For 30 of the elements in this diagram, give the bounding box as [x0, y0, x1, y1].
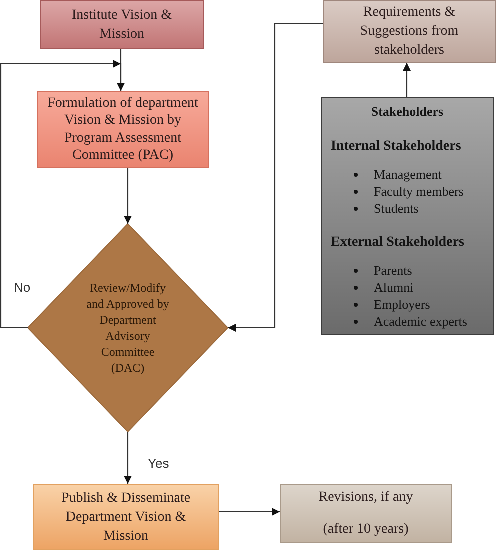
list-item: Parents: [374, 262, 412, 279]
arrow: [0, 63, 125, 329]
group-heading: Internal Stakeholders: [330, 138, 462, 156]
box-label: Requirements & Suggestions from stakeholders: [359, 4, 460, 60]
process-box: [280, 484, 452, 543]
process-box: [33, 484, 219, 550]
list-item: Alumni: [374, 279, 414, 296]
process-box: [40, 0, 204, 49]
panel-heading: Stakeholders: [370, 103, 445, 121]
list-item: Employers: [374, 296, 430, 313]
list-item: Faculty members: [374, 183, 464, 200]
arrow: [228, 23, 323, 332]
stakeholder-panel: [321, 97, 494, 335]
list-item: Management: [374, 166, 442, 183]
process-box: [37, 91, 209, 168]
box-label: Revisions, if any: [318, 489, 414, 507]
process-box: [323, 0, 496, 63]
arrow: [219, 508, 280, 516]
diamond-label: Review/Modify and Approved by Department Advisory Committee (DAC): [86, 280, 170, 376]
box-note: (after 10 years): [323, 521, 409, 539]
box-label: Publish & Disseminate Department Vision & Mission: [60, 490, 192, 546]
group-heading: External Stakeholders: [330, 234, 466, 252]
arrow: [403, 63, 411, 97]
arrow: [124, 432, 132, 484]
box-label: Formulation of department Vision & Mission by Program Assessment Committee (PAC): [46, 94, 200, 164]
arrow: [124, 168, 132, 224]
list-item: Academic experts: [374, 313, 468, 330]
list-item: Students: [374, 200, 419, 217]
box-label: Institute Vision & Mission: [70, 6, 174, 44]
decision-diamond: [28, 224, 228, 432]
